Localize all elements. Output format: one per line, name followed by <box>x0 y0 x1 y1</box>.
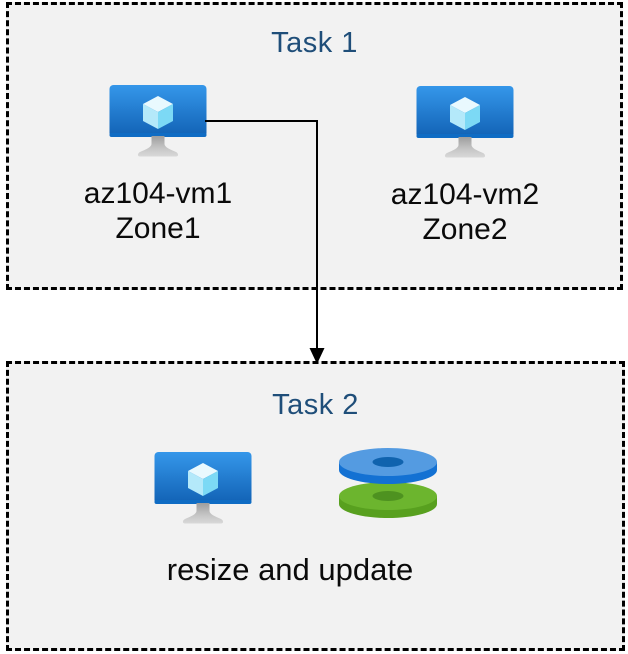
azure-vm-icon <box>416 86 514 158</box>
vm1-group: az104-vm1 Zone1 <box>83 83 233 246</box>
vm2-group: az104-vm2 Zone2 <box>390 84 540 247</box>
azure-disks-icon <box>338 444 438 518</box>
vm1-label: az104-vm1 Zone1 <box>83 176 233 246</box>
vm2-zone: Zone2 <box>422 213 508 246</box>
task1-title: Task 1 <box>271 27 358 59</box>
task2-vm-group <box>153 450 253 530</box>
vm2-name: az104-vm2 <box>390 178 540 211</box>
vm1-name: az104-vm1 <box>83 177 233 210</box>
azure-vm-icon <box>109 85 207 157</box>
task2-box: Task 2 <box>6 361 625 651</box>
azure-vm-icon <box>154 452 252 524</box>
vm1-zone: Zone1 <box>115 212 201 245</box>
task2-caption: resize and update <box>166 552 414 587</box>
azure-disks-icon <box>339 448 437 518</box>
vm2-label: az104-vm2 Zone2 <box>390 177 540 247</box>
task2-title: Task 2 <box>272 389 359 421</box>
